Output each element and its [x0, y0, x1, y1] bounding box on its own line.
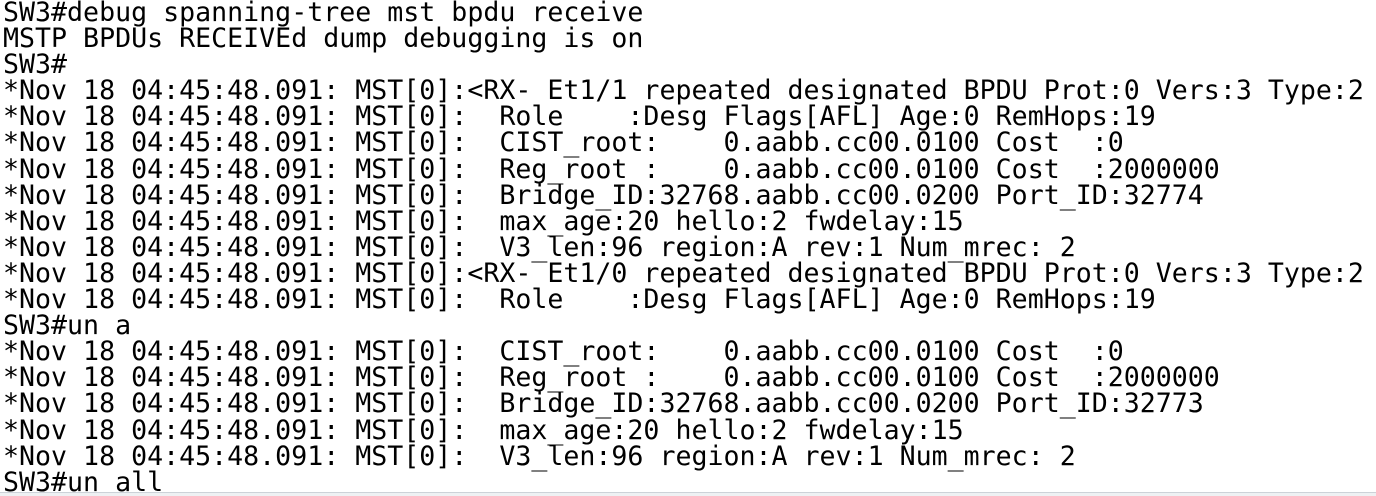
log-line-role-2: *Nov 18 04:45:48.091: MST[0]: Role :Desg… [3, 284, 1156, 316]
log-line-bridge-id-2: *Nov 18 04:45:48.091: MST[0]: Bridge_ID:… [3, 388, 1204, 420]
cli-command-un-a: SW3#un a [3, 310, 132, 342]
log-line-cist-root-1: *Nov 18 04:45:48.091: MST[0]: CIST_root:… [3, 127, 1124, 159]
debug-status-message: MSTP BPDUs RECEIVEd dump debugging is on [3, 23, 644, 55]
log-line-reg-root-2: *Nov 18 04:45:48.091: MST[0]: Reg_root :… [3, 362, 1220, 394]
window-bottom-edge [0, 492, 1376, 496]
log-line-v3len-1: *Nov 18 04:45:48.091: MST[0]: V3_len:96 … [3, 231, 1076, 263]
log-line-timers-2: *Nov 18 04:45:48.091: MST[0]: max_age:20… [3, 414, 964, 446]
log-line-timers-1: *Nov 18 04:45:48.091: MST[0]: max_age:20… [3, 205, 964, 237]
log-line-reg-root-1: *Nov 18 04:45:48.091: MST[0]: Reg_root :… [3, 153, 1220, 185]
log-line-rx-et1-1: *Nov 18 04:45:48.091: MST[0]:<RX- Et1/1 … [3, 75, 1364, 107]
log-line-cist-root-2: *Nov 18 04:45:48.091: MST[0]: CIST_root:… [3, 336, 1124, 368]
log-line-bridge-id-1: *Nov 18 04:45:48.091: MST[0]: Bridge_ID:… [3, 179, 1204, 211]
log-line-v3len-2: *Nov 18 04:45:48.091: MST[0]: V3_len:96 … [3, 440, 1076, 472]
log-line-rx-et1-0: *Nov 18 04:45:48.091: MST[0]:<RX- Et1/0 … [3, 257, 1364, 289]
log-line-role-1: *Nov 18 04:45:48.091: MST[0]: Role :Desg… [3, 101, 1156, 133]
cli-prompt: SW3# [3, 49, 68, 81]
terminal-output: SW3#debug spanning-tree mst bpdu receive… [3, 0, 1376, 496]
cli-command-debug-mst-bpdu: SW3#debug spanning-tree mst bpdu receive [3, 0, 644, 28]
cli-command-un-all: SW3#un all [3, 466, 164, 496]
